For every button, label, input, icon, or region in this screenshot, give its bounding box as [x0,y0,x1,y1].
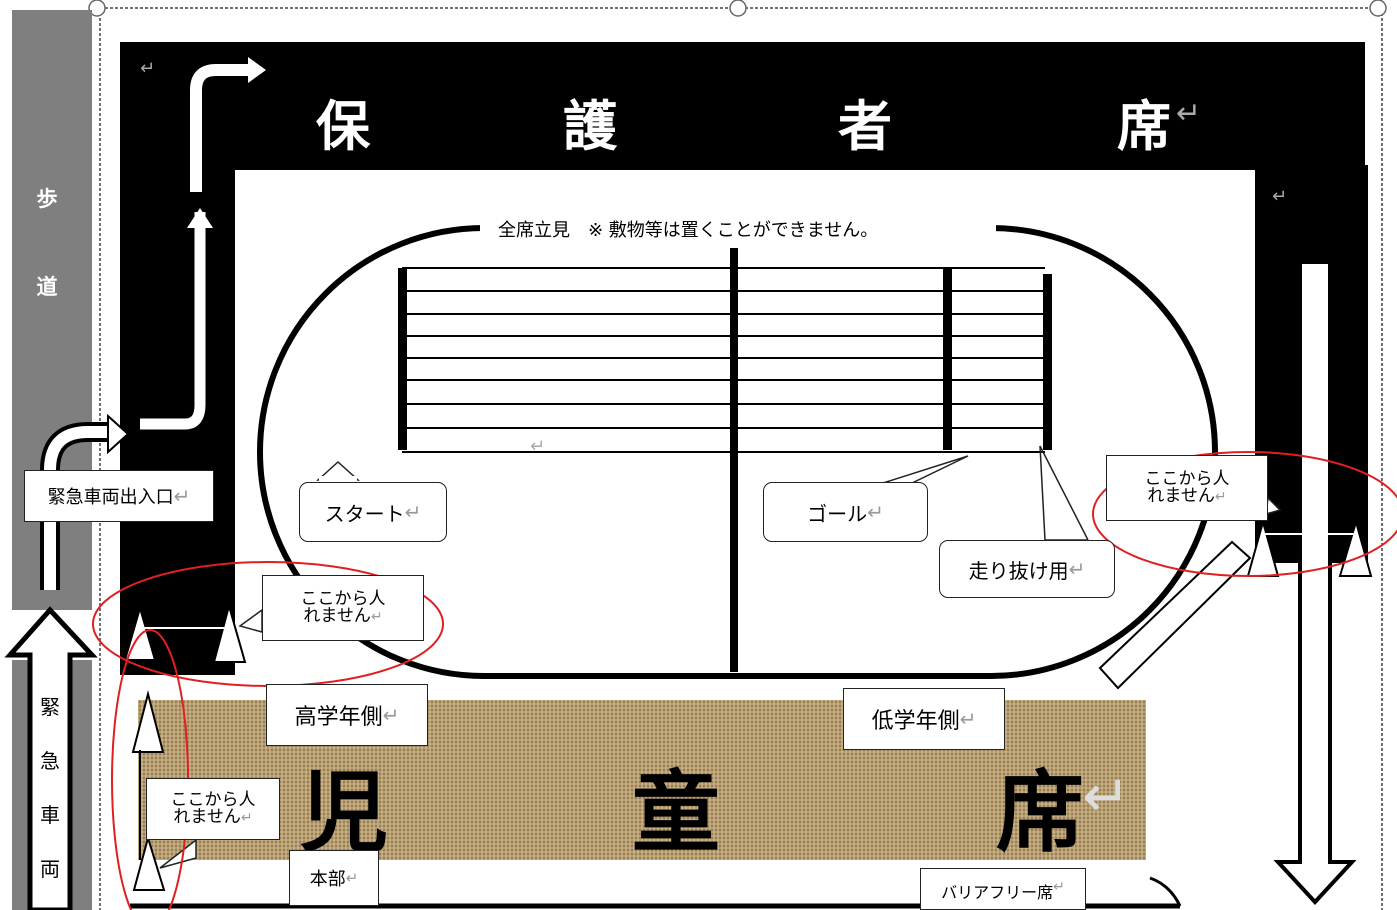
emergency-lane-char-3: 車 [40,803,60,827]
goal-line [943,268,952,450]
return-mark: ↵ [140,58,156,79]
emergency-lane-char-1: 緊 [40,695,60,719]
no-entry-lower-tail [159,838,197,869]
upper-grade-label: 高学年側↵ [266,684,428,746]
no-entry-ring-right [1092,451,1397,577]
start-line [398,268,407,450]
resize-handle-top[interactable] [729,0,747,17]
return-mark: ↵ [1082,762,1131,830]
emergency-lane-char-4: 両 [40,857,60,881]
emergency-lane-up-arrow [4,606,98,910]
guardian-char-2: 護 [563,94,617,158]
resize-handle-tl[interactable] [88,0,106,17]
start-label: スタート↵ [299,482,447,542]
start-callout-tail-mask [319,476,357,484]
no-entry-callout-left: ここから人 れません↵ [262,575,424,641]
guardian-char-4: 席 [1117,94,1171,158]
sidewalk-char-2: 道 [36,275,58,299]
emergency-lane-char-2: 急 [40,749,60,773]
no-entry-left-tail [238,608,263,633]
no-entry-callout-lower: ここから人 れません↵ [146,778,280,840]
guardian-stand-area [120,42,1368,675]
exit-down-arrow [1273,260,1357,905]
no-entry-callout-right: ここから人 れません↵ [1106,455,1268,521]
sidewalk-char-1: 歩 [36,187,58,211]
top-route-arrowhead [248,57,266,83]
run-through-line [1043,274,1052,450]
standing-only-notice: 全席立見 ※ 敷物等は置くことができません。 [498,220,879,241]
top-route [190,64,250,192]
resize-handle-tr[interactable] [1369,0,1387,17]
center-divider [730,248,738,672]
run-through-callout-tail-b [1039,445,1089,541]
entry-route [140,212,206,430]
notice-backdrop [480,210,996,244]
guardian-char-3: 者 [838,94,892,158]
children-char-3: 席 [996,760,1085,864]
return-mark: ↵ [1176,96,1202,131]
headquarters-label: 本部↵ [289,850,379,906]
emergency-entry-arrow [44,426,112,590]
children-char-1: 児 [300,760,389,864]
text-cursor-frame [118,26,250,48]
lower-grade-label: 低学年側↵ [843,688,1005,750]
return-mark: ↵ [530,436,546,457]
guardian-char-1: 保 [316,94,370,158]
return-mark: ↵ [1272,186,1288,207]
barrier-free-label: バリアフリー席↵ [920,868,1086,910]
lane-lines [402,267,1045,453]
run-through-label: 走り抜け用↵ [939,540,1115,598]
goal-label: ゴール↵ [763,482,928,542]
barrier-free-arc [1149,876,1182,907]
emergency-entrance-label: 緊急車両出入口↵ [24,470,214,522]
entry-route-arrowhead [187,208,213,228]
children-char-2: 童 [632,760,721,864]
diagonal-route [1098,540,1252,690]
emergency-entry-arrowhead [107,413,130,455]
